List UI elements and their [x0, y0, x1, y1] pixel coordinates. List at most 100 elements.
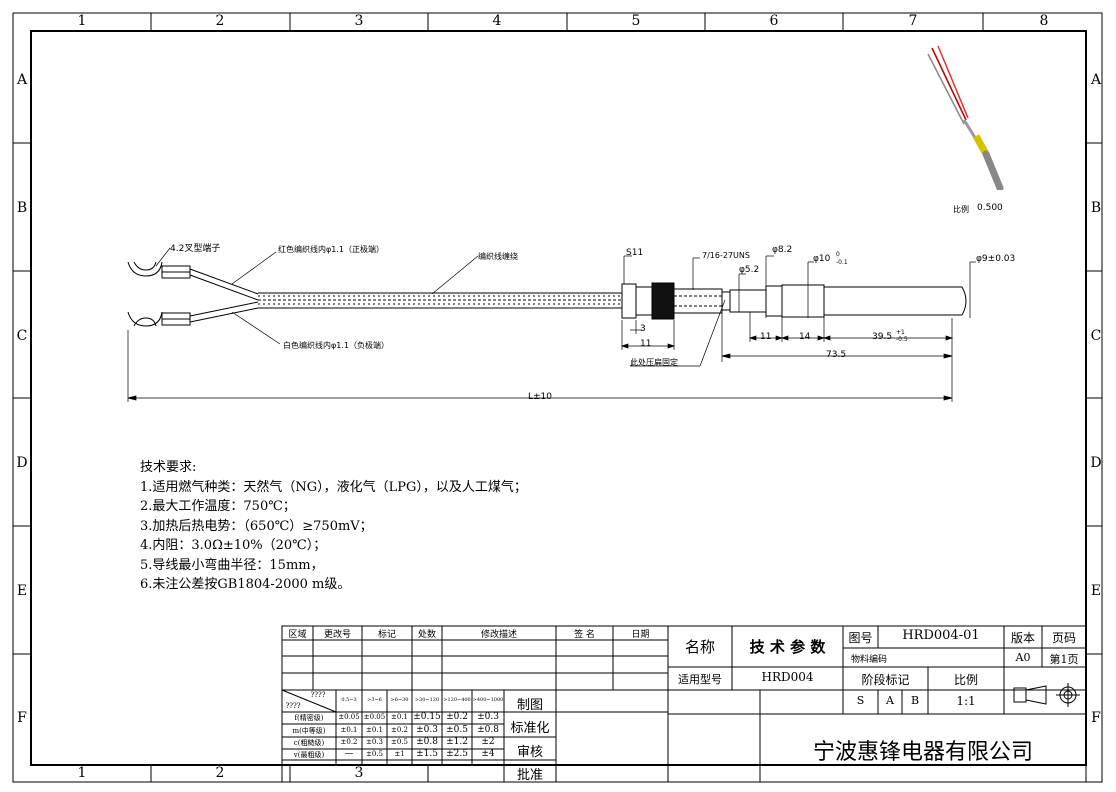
dim-14-label: 14: [799, 332, 811, 342]
dim-total-length-label: L±10: [528, 392, 553, 402]
tech-item: 6.未注公差按GB1804-2000 m级。: [140, 577, 351, 592]
company-name: 宁波惠锋电器有限公司: [812, 740, 1033, 765]
white-wire-label: 白色编织线内φ1.1（负极端）: [283, 341, 389, 350]
stage-cell-b: B: [910, 694, 920, 707]
zone-row-e-left: E: [16, 583, 28, 599]
zone-row-e-right: E: [1090, 583, 1102, 599]
dim-3-label: 3: [640, 324, 646, 334]
dim-39-5-tol-upper: +1: [896, 329, 905, 336]
tol-cell: ±0.1: [391, 713, 408, 721]
zone-bottom-col-1: 1: [77, 765, 87, 781]
rev-header-zone: 区域: [288, 630, 307, 640]
sign-drafted: 制图: [516, 698, 543, 713]
terminal-label: 4.2叉型端子: [170, 244, 221, 254]
tol-cell: ±0.1: [366, 726, 383, 734]
zone-row-d-left: D: [16, 455, 28, 471]
scale-label: 比例: [953, 673, 978, 687]
page-label: 页码: [1051, 631, 1076, 645]
model-value: HRD004: [761, 670, 814, 684]
dim-11-probe-label: 11: [760, 332, 772, 342]
tol-cell: ±0.05: [363, 713, 386, 721]
rev-header-date: 日期: [631, 630, 650, 640]
name-label: 名称: [684, 638, 715, 656]
tol-cell: ±0.3: [416, 725, 438, 735]
zone-col-6: 6: [769, 13, 779, 29]
tol-range: >120~400: [443, 697, 471, 703]
stage-cell-a: A: [886, 694, 894, 707]
tol-grade-v: v(最粗级): [293, 751, 325, 759]
thumbnail-3d-view: [927, 45, 1004, 190]
tol-range: >400~1000: [472, 697, 504, 703]
diameter-9-label: φ9±0.03: [976, 254, 1016, 264]
tech-item: 3.加热后热电势：（650℃）≥750mV；: [140, 518, 373, 534]
diameter-10-tol-upper: 0: [836, 251, 840, 258]
tol-range: >3~6: [367, 697, 382, 703]
tol-cell: ±1.2: [446, 737, 468, 747]
tol-cell: ±0.2: [446, 712, 468, 722]
zone-bottom-col-2: 2: [215, 765, 225, 781]
tol-cell: ±0.5: [391, 738, 408, 746]
rev-header-description: 修改描述: [480, 630, 517, 640]
diameter-5-2-label: φ5.2: [739, 265, 760, 275]
drawing-no-label: 图号: [848, 631, 873, 645]
technical-requirements: 技术要求: 1.适用燃气种类：天然气（NG），液化气（LPG），以及人工煤气； …: [140, 458, 527, 595]
zone-row-d-right: D: [1090, 455, 1102, 471]
zone-col-2: 2: [215, 13, 225, 29]
s11-label: S11: [626, 248, 644, 258]
tol-cell: ±0.8: [477, 725, 499, 735]
tol-cell: ±0.2: [340, 738, 358, 746]
tech-item: 2.最大工作温度：750℃；: [140, 499, 296, 514]
tol-grade-c: c(粗糙级): [293, 739, 325, 747]
tol-cell: ±0.3: [366, 738, 383, 746]
zone-col-4: 4: [492, 13, 502, 29]
zone-row-c-right: C: [1090, 328, 1102, 344]
tol-cell: ±0.3: [477, 712, 499, 722]
sign-approved: 批准: [516, 768, 543, 783]
rev-header-signature: 签 名: [574, 630, 595, 640]
stage-cell-s: S: [856, 694, 865, 707]
zone-col-3: 3: [354, 13, 364, 29]
diameter-10-tol-lower: -0.1: [836, 259, 848, 266]
crimp-note-label: 此处压扁固定: [630, 358, 678, 367]
zone-row-f-right: F: [1091, 710, 1101, 726]
zone-row-f-left: F: [17, 710, 27, 726]
tol-cell: ±1: [394, 750, 405, 758]
material-code-label: 物料编码: [850, 655, 887, 665]
tol-range: 0.5~3: [341, 697, 357, 703]
tol-grade-f: f(精密级): [294, 714, 324, 722]
rev-header-change-no: 更改号: [323, 630, 351, 640]
tol-corner-bottom: ????: [285, 702, 301, 710]
zone-row-c-left: C: [16, 328, 28, 344]
tol-cell: ±0.1: [340, 726, 358, 734]
tol-cell: ±0.2: [391, 726, 408, 734]
tol-cell: —: [344, 749, 354, 759]
rev-header-count: 处数: [417, 630, 436, 640]
tol-cell: ±1.5: [416, 749, 438, 759]
zone-row-a-right: A: [1090, 72, 1102, 88]
page-value: 第1页: [1049, 653, 1079, 666]
tol-cell: ±0.8: [416, 737, 438, 747]
tol-cell: ±0.5: [366, 750, 383, 758]
sign-standardized: 标准化: [510, 721, 550, 736]
zone-col-7: 7: [908, 13, 918, 29]
sign-reviewed: 审核: [516, 745, 543, 760]
tol-cell: ±2: [481, 737, 495, 747]
tol-cell: ±4: [481, 749, 495, 759]
scale-value: 1:1: [956, 694, 976, 708]
tol-cell: ±2.5: [446, 749, 468, 759]
tol-range: >6~30: [390, 697, 409, 703]
model-label: 适用型号: [678, 673, 722, 686]
name-value: 技 术 参 数: [749, 638, 826, 656]
stage-label: 阶段标记: [861, 673, 910, 687]
tol-cell: ±0.15: [413, 712, 441, 722]
zone-row-b-right: B: [1090, 200, 1102, 216]
tech-title: 技术要求:: [140, 460, 197, 475]
zone-col-1: 1: [77, 13, 87, 29]
tech-item: 4.内阻：3.0Ω±10%（20℃）；: [140, 538, 327, 553]
zone-row-a-left: A: [16, 72, 28, 88]
tech-item: 1.适用燃气种类：天然气（NG），液化气（LPG），以及人工煤气；: [140, 479, 527, 495]
diameter-8-2-label: φ8.2: [772, 245, 793, 255]
tol-corner-top: ????: [310, 691, 326, 699]
